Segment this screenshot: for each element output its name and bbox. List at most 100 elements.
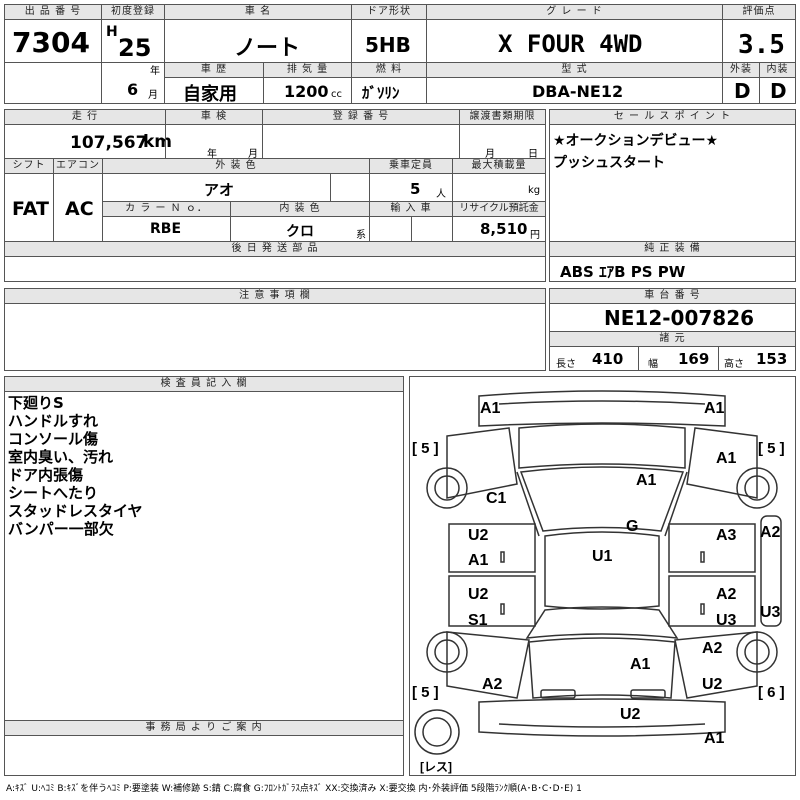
length: 410 <box>592 350 624 368</box>
history: 自家用 <box>183 84 237 105</box>
chassis-label: 車 台 番 号 <box>550 289 795 303</box>
damage-code: U2 <box>620 706 641 723</box>
history-label: 車 歴 <box>165 63 263 77</box>
ac-label: エアコン <box>54 159 102 173</box>
exterior-grade: D <box>734 79 751 103</box>
lot-label: 出 品 番 号 <box>5 5 101 19</box>
chassis-number: NE12-007826 <box>604 306 755 330</box>
equipment: ABS ｴｱB PS PW <box>560 263 686 281</box>
reg-no-label: 登 録 番 号 <box>263 110 459 124</box>
interior-color: クロ <box>286 224 314 240</box>
damage-code: U2 <box>468 527 489 544</box>
inspector-note: シートへたり <box>8 484 99 502</box>
insp-month-unit: 月 <box>248 149 258 160</box>
car-name: ノート <box>234 36 301 61</box>
grade-label: グ レ ー ド <box>427 5 722 19</box>
damage-code: A2 <box>702 640 723 657</box>
inspector-note: 下廻りS <box>8 394 64 412</box>
damage-code: A2 <box>482 676 503 693</box>
interior-color-unit: 系 <box>356 230 366 241</box>
exterior-label: 外装 <box>723 63 759 77</box>
recycle-unit: 円 <box>530 230 540 241</box>
mileage: 107,567 <box>70 133 148 153</box>
model-code: DBA-NE12 <box>532 82 624 101</box>
inspector-note: ドア内張傷 <box>8 466 84 484</box>
displacement: 1200 <box>284 82 329 101</box>
length-label: 長さ <box>556 359 576 370</box>
interior-color-label: 内 装 色 <box>231 202 369 216</box>
width: 169 <box>678 350 710 368</box>
transfer-month-unit: 月 <box>485 149 495 160</box>
reg-month: 6 <box>127 80 139 99</box>
spare-tire: [レス] <box>420 760 453 774</box>
equipment-label: 純 正 装 備 <box>550 242 795 256</box>
caution-label: 注 意 事 項 欄 <box>5 289 545 303</box>
damage-code: A1 <box>630 656 651 673</box>
reg-year-unit: 年 <box>150 66 160 77</box>
color-no-label: カ ラ ー Ｎ ｏ． <box>103 202 230 216</box>
insp-year-unit: 年 <box>207 149 217 160</box>
damage-code: U3 <box>716 612 737 629</box>
damage-code: U2 <box>702 676 723 693</box>
import-label: 輸 入 車 <box>370 202 452 216</box>
damage-code: G <box>626 518 639 535</box>
tire-front-left: [ 5 ] <box>412 440 439 457</box>
load-unit: kg <box>528 185 541 196</box>
damage-code: S1 <box>468 612 488 629</box>
transfer-label: 譲渡書類期限 <box>460 110 545 124</box>
grade: X FOUR 4WD <box>498 30 643 58</box>
recycle: 8,510 <box>480 220 528 238</box>
recycle-label: リサイクル預託金 <box>453 202 545 216</box>
damage-code: A1 <box>636 472 657 489</box>
sales-label: セ ー ル ス ポ イ ン ト <box>550 110 795 124</box>
car-diagram <box>414 390 782 755</box>
width-label: 幅 <box>648 359 658 370</box>
inspector-note: 室内臭い、汚れ <box>8 448 114 466</box>
inspector-note: コンソール傷 <box>8 430 99 448</box>
inspector-note: スタッドレスタイヤ <box>8 502 143 520</box>
shift-label: シフト <box>5 159 53 173</box>
color-no: RBE <box>150 221 182 237</box>
lot-number: 7304 <box>12 26 90 59</box>
car-name-label: 車 名 <box>165 5 351 19</box>
damage-code: A3 <box>716 527 737 544</box>
damage-code: A2 <box>760 524 781 541</box>
damage-code: A1 <box>468 552 489 569</box>
damage-code: U3 <box>760 604 781 621</box>
damage-code: A1 <box>716 450 737 467</box>
sales-point-2: プッシュスタート <box>553 155 665 171</box>
damage-code: A2 <box>716 586 737 603</box>
score-label: 評価点 <box>723 5 795 19</box>
office-label: 事 務 局 よ り ご 案 内 <box>5 721 403 735</box>
damage-code: U1 <box>592 548 613 565</box>
inspection-label: 車 検 <box>166 110 262 124</box>
header-table <box>4 4 796 104</box>
tire-front-right: [ 5 ] <box>758 440 785 457</box>
sales-point-1: ★オークションデビュー★ <box>553 133 719 149</box>
height-label: 高さ <box>724 359 744 370</box>
reg-month-unit: 月 <box>148 90 158 101</box>
inspector-note: バンパー一部欠 <box>8 520 114 538</box>
load-label: 最大積載量 <box>453 159 545 173</box>
inspector-label: 検 査 員 記 入 欄 <box>5 377 403 391</box>
displacement-unit: cc <box>331 89 342 100</box>
tire-rear-left: [ 5 ] <box>412 684 439 701</box>
capacity: 5 <box>410 180 421 198</box>
transfer-day-unit: 日 <box>528 149 538 160</box>
interior-label: 内装 <box>760 63 795 77</box>
ac: AC <box>65 198 94 220</box>
inspector-note: ハンドルすれ <box>8 412 99 430</box>
tire-rear-right: [ 6 ] <box>758 684 785 701</box>
damage-code: A1 <box>704 730 725 747</box>
reg-year: 25 <box>118 34 152 62</box>
spec-label: 諸 元 <box>550 332 795 346</box>
color-label: 外 装 色 <box>103 159 369 173</box>
mileage-label: 走 行 <box>5 110 165 124</box>
door-type: 5HB <box>365 33 411 57</box>
capacity-label: 乗車定員 <box>370 159 452 173</box>
interior-grade: D <box>770 79 787 103</box>
damage-code: C1 <box>486 490 507 507</box>
later-parts-label: 後 日 発 送 部 品 <box>5 242 545 256</box>
score: 3.5 <box>738 30 785 60</box>
damage-code: A1 <box>704 400 725 417</box>
